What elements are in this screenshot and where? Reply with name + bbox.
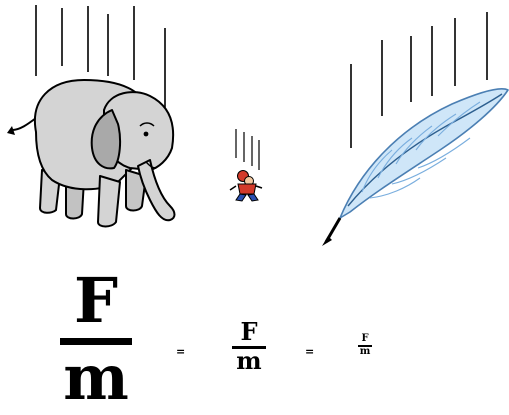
person-motion-lines bbox=[235, 129, 260, 170]
numerator-large: F bbox=[73, 264, 119, 337]
feather-motion-lines bbox=[350, 12, 488, 148]
denominator-large: m bbox=[63, 341, 129, 414]
fraction-large: F m bbox=[60, 270, 132, 409]
elephant-motion-lines bbox=[35, 5, 166, 116]
fraction-bar-large bbox=[60, 338, 132, 345]
fraction-bar-small bbox=[358, 345, 372, 347]
denominator-medium: m bbox=[236, 346, 262, 375]
numerator-medium: F bbox=[240, 317, 258, 346]
feather-icon bbox=[322, 88, 509, 246]
denominator-small: m bbox=[359, 345, 371, 357]
elephant-icon bbox=[7, 79, 176, 228]
equals-sign-2: = bbox=[305, 345, 315, 358]
fraction-bar-medium bbox=[232, 346, 266, 349]
fraction-medium: F m bbox=[232, 320, 266, 373]
fraction-small: F m bbox=[358, 334, 372, 357]
small-person-icon bbox=[229, 170, 263, 202]
numerator-small: F bbox=[361, 333, 369, 344]
equals-sign-1: = bbox=[176, 345, 186, 358]
